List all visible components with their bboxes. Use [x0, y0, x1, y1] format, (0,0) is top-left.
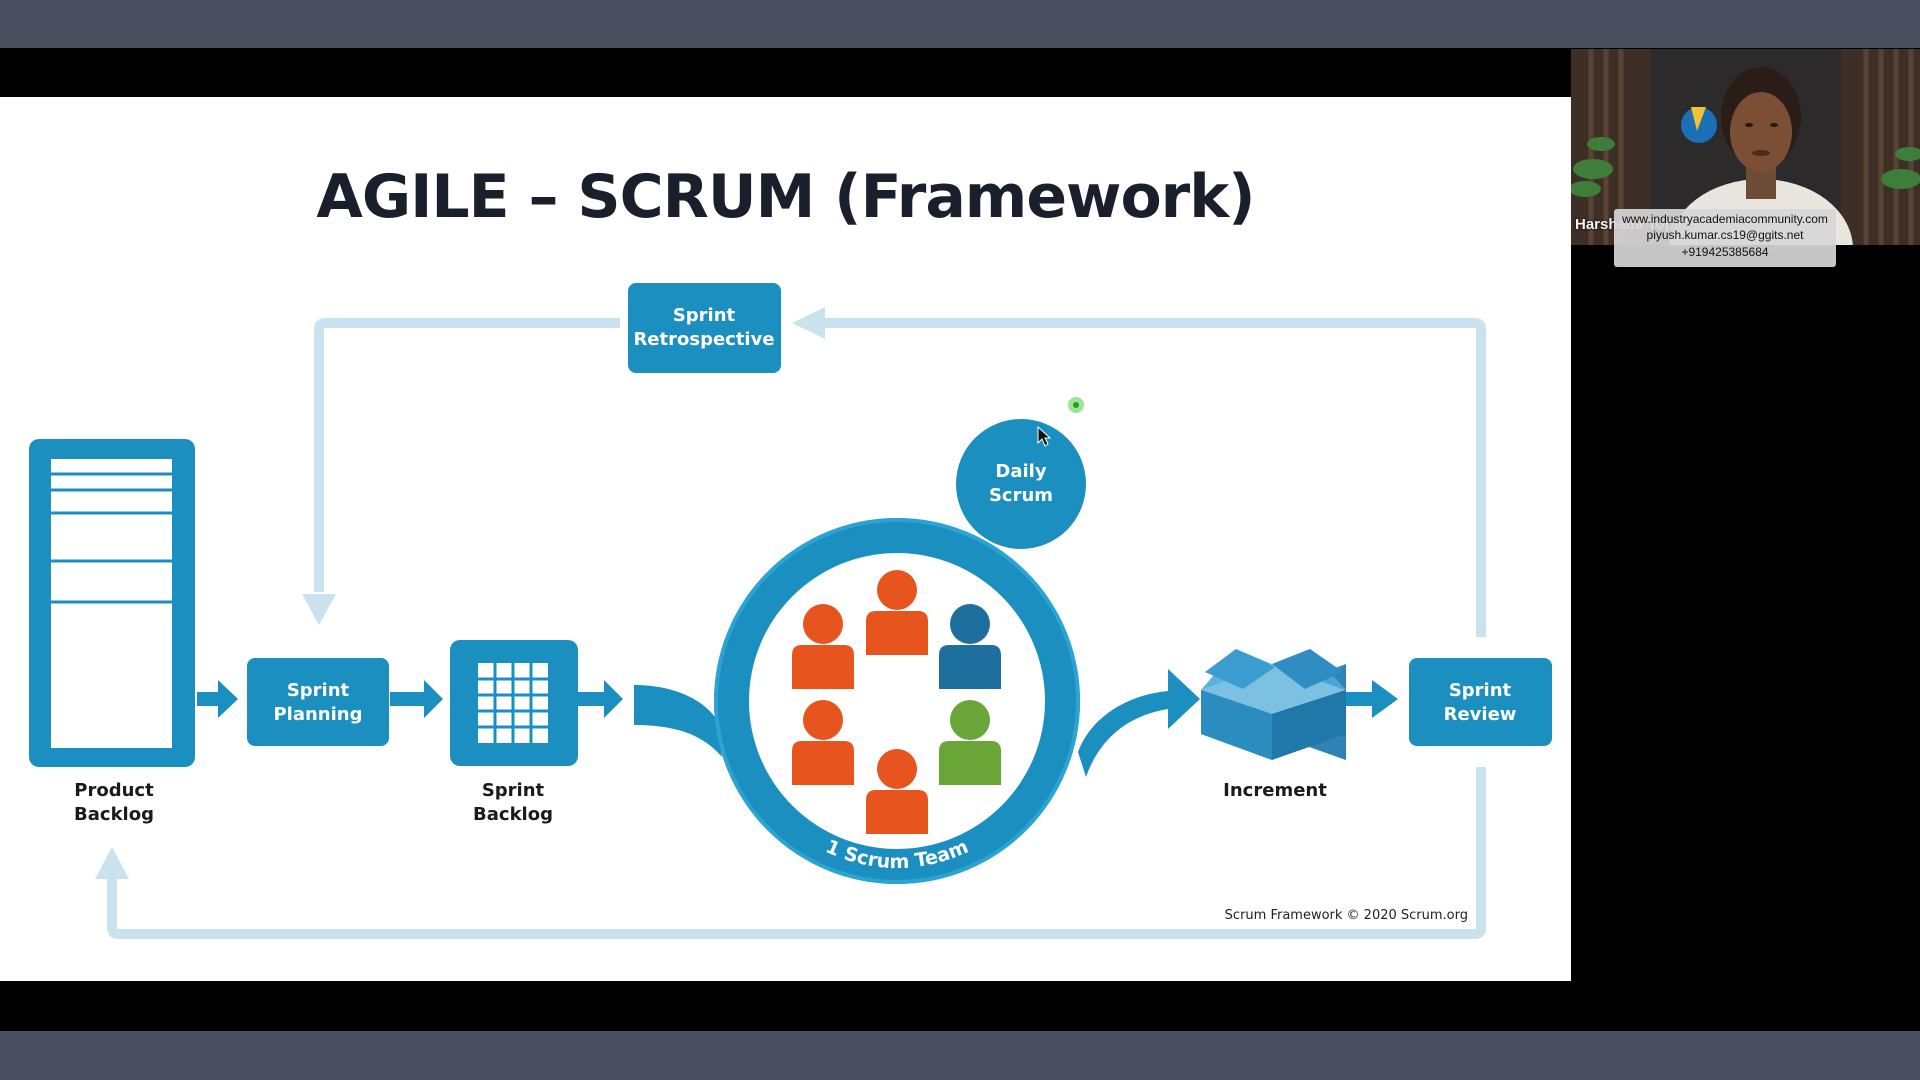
- email-text: piyush.kumar.cs19@ggits.net: [1646, 228, 1804, 242]
- sprint-planning-line2: Planning: [273, 704, 362, 725]
- increment-box-icon: [1201, 649, 1346, 760]
- person-icon: [866, 570, 928, 655]
- sprint-review-box: Sprint Review: [1409, 658, 1552, 746]
- copyright-text: Scrum Framework © 2020 Scrum.org: [1225, 908, 1468, 923]
- bottom-bar: [0, 1031, 1920, 1080]
- sprint-retrospective-line2: Retrospective: [633, 329, 774, 350]
- sprint-backlog-line2: Backlog: [473, 804, 553, 825]
- sprint-retrospective-box: Sprint Retrospective: [628, 283, 781, 373]
- person-icon: [792, 700, 854, 785]
- slide-title: AGILE – SCRUM (Framework): [316, 162, 1255, 232]
- sprint-planning-box: Sprint Planning: [247, 658, 389, 746]
- sprint-retrospective-line1: Sprint: [673, 305, 736, 326]
- person-icon: [866, 749, 928, 834]
- scrum-framework-diagram: Sprint Retrospective Product Backlog: [29, 283, 1552, 939]
- sprint-review-line2: Review: [1444, 704, 1517, 725]
- contact-info-overlay: www.industryacademiacommunity.com piyush…: [1614, 209, 1836, 267]
- daily-scrum-line2: Scrum: [989, 485, 1053, 506]
- sprint-planning-line1: Sprint: [287, 680, 350, 701]
- shared-slide: AGILE – SCRUM (Framework) Sprint Retrosp…: [0, 97, 1571, 981]
- team-members: [792, 570, 1001, 834]
- sprint-backlog-icon: [450, 640, 578, 766]
- daily-scrum-line1: Daily: [995, 461, 1046, 482]
- top-bar: [0, 0, 1920, 48]
- person-icon: [939, 700, 1001, 785]
- pointer-cursor-icon: [1037, 397, 1084, 447]
- product-backlog-icon: [29, 439, 195, 767]
- daily-scrum-circle: Daily Scrum: [956, 419, 1086, 549]
- flow-arrows: [197, 669, 1398, 777]
- feedback-arrowheads: [95, 307, 825, 879]
- product-backlog-line1: Product: [74, 780, 154, 801]
- product-backlog-line2: Backlog: [74, 804, 154, 825]
- person-icon: [939, 604, 1001, 689]
- website-text: www.industryacademiacommunity.com: [1622, 212, 1828, 226]
- person-icon: [792, 604, 854, 689]
- feedback-loop-arrows: [107, 318, 1486, 939]
- phone-text: +919425385684: [1681, 245, 1769, 259]
- sprint-backlog-line1: Sprint: [482, 780, 545, 801]
- sprint-review-line1: Sprint: [1449, 680, 1512, 701]
- increment-label: Increment: [1223, 780, 1327, 801]
